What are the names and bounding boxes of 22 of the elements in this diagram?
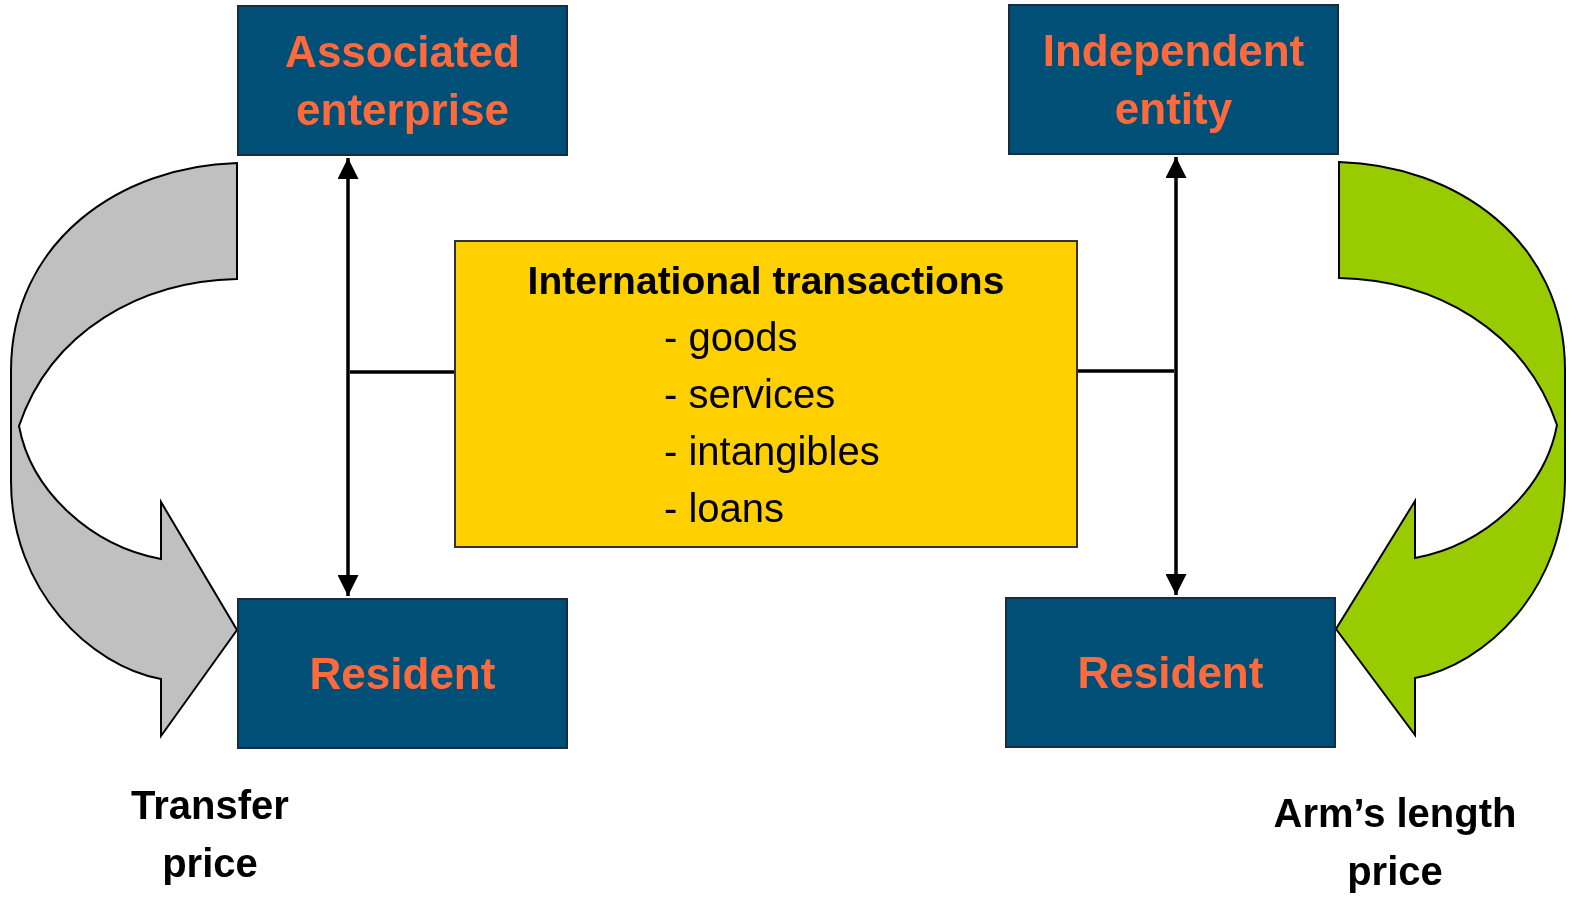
list-item: - services bbox=[663, 370, 837, 418]
transaction-box bbox=[454, 240, 1078, 548]
list-item: - loans bbox=[663, 484, 786, 532]
list-item: - intangibles bbox=[663, 427, 881, 475]
curved-arrow bbox=[10, 162, 238, 737]
curved-arrow bbox=[1335, 161, 1566, 736]
double-arrow bbox=[1165, 157, 1187, 595]
price-label: Transfer price bbox=[130, 782, 290, 887]
box-title: Resident bbox=[1077, 646, 1264, 699]
box-title: Associated enterprise bbox=[284, 25, 521, 136]
box-title: Independent entity bbox=[1041, 24, 1306, 135]
price-label: Arm’s length price bbox=[1272, 790, 1518, 895]
double-arrow bbox=[337, 158, 359, 596]
entity-box bbox=[1005, 597, 1336, 748]
box-heading: International transactions bbox=[526, 257, 1006, 304]
box-title: Resident bbox=[309, 647, 496, 700]
entity-box bbox=[237, 598, 568, 749]
connector-line bbox=[1078, 369, 1174, 373]
connector-line bbox=[350, 370, 454, 374]
list-item: - goods bbox=[663, 313, 799, 361]
entity-box bbox=[237, 5, 568, 156]
entity-box bbox=[1008, 4, 1339, 155]
